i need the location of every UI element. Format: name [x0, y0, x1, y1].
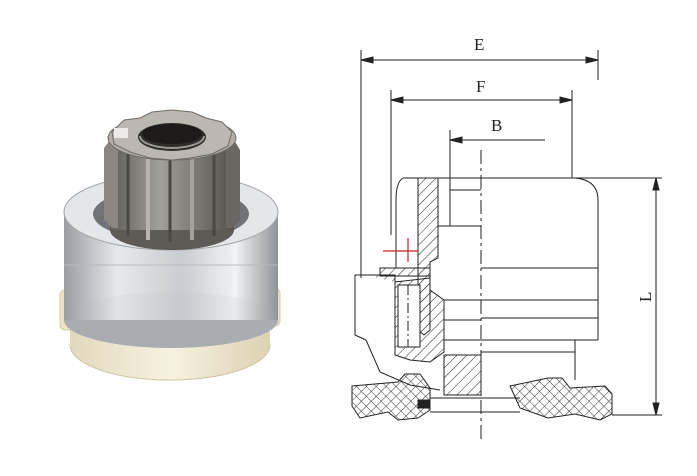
lower-collar-right: [509, 377, 613, 421]
technical-drawing: [351, 50, 662, 440]
snap-ring: [379, 267, 431, 277]
dimension-l: [575, 177, 662, 416]
housing-outline: [395, 177, 599, 380]
label-b: B: [491, 116, 502, 135]
label-f: F: [476, 77, 485, 96]
pinion-gear: [104, 109, 240, 250]
dimension-e: [360, 50, 599, 278]
dimension-f: [390, 90, 573, 235]
dimension-b: [449, 130, 545, 180]
label-e: E: [474, 35, 484, 54]
starter-drive-photo: [59, 109, 281, 381]
label-l: L: [636, 292, 655, 302]
lower-collar-left: [351, 373, 431, 421]
